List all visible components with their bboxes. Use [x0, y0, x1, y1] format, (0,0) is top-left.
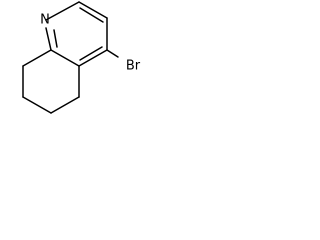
bond-c4-br: [106, 49, 119, 58]
bond-c8a-c8: [22, 49, 52, 67]
bond-c7-c6: [22, 96, 52, 114]
chemical-structure-diagram: N Br: [22, 1, 141, 114]
pyridine-ring: [45, 1, 108, 67]
bond-c6-c5: [50, 96, 80, 114]
bromine-atom-label: Br: [126, 59, 141, 74]
bond-c4a-c8a: [50, 49, 80, 67]
bond-c2-c3-inner: [79, 7, 104, 23]
bond-c8a-n1-inner: [53, 29, 58, 48]
bond-c4-c4a-inner: [79, 46, 103, 61]
nitrogen-atom-label: N: [40, 13, 50, 28]
bond-c4-c4a: [78, 49, 108, 67]
bond-c2-c3: [78, 1, 108, 19]
bond-c8a-n1: [45, 27, 52, 51]
bond-n1-c2: [45, 1, 80, 21]
cyclohexene-ring: [22, 49, 80, 114]
